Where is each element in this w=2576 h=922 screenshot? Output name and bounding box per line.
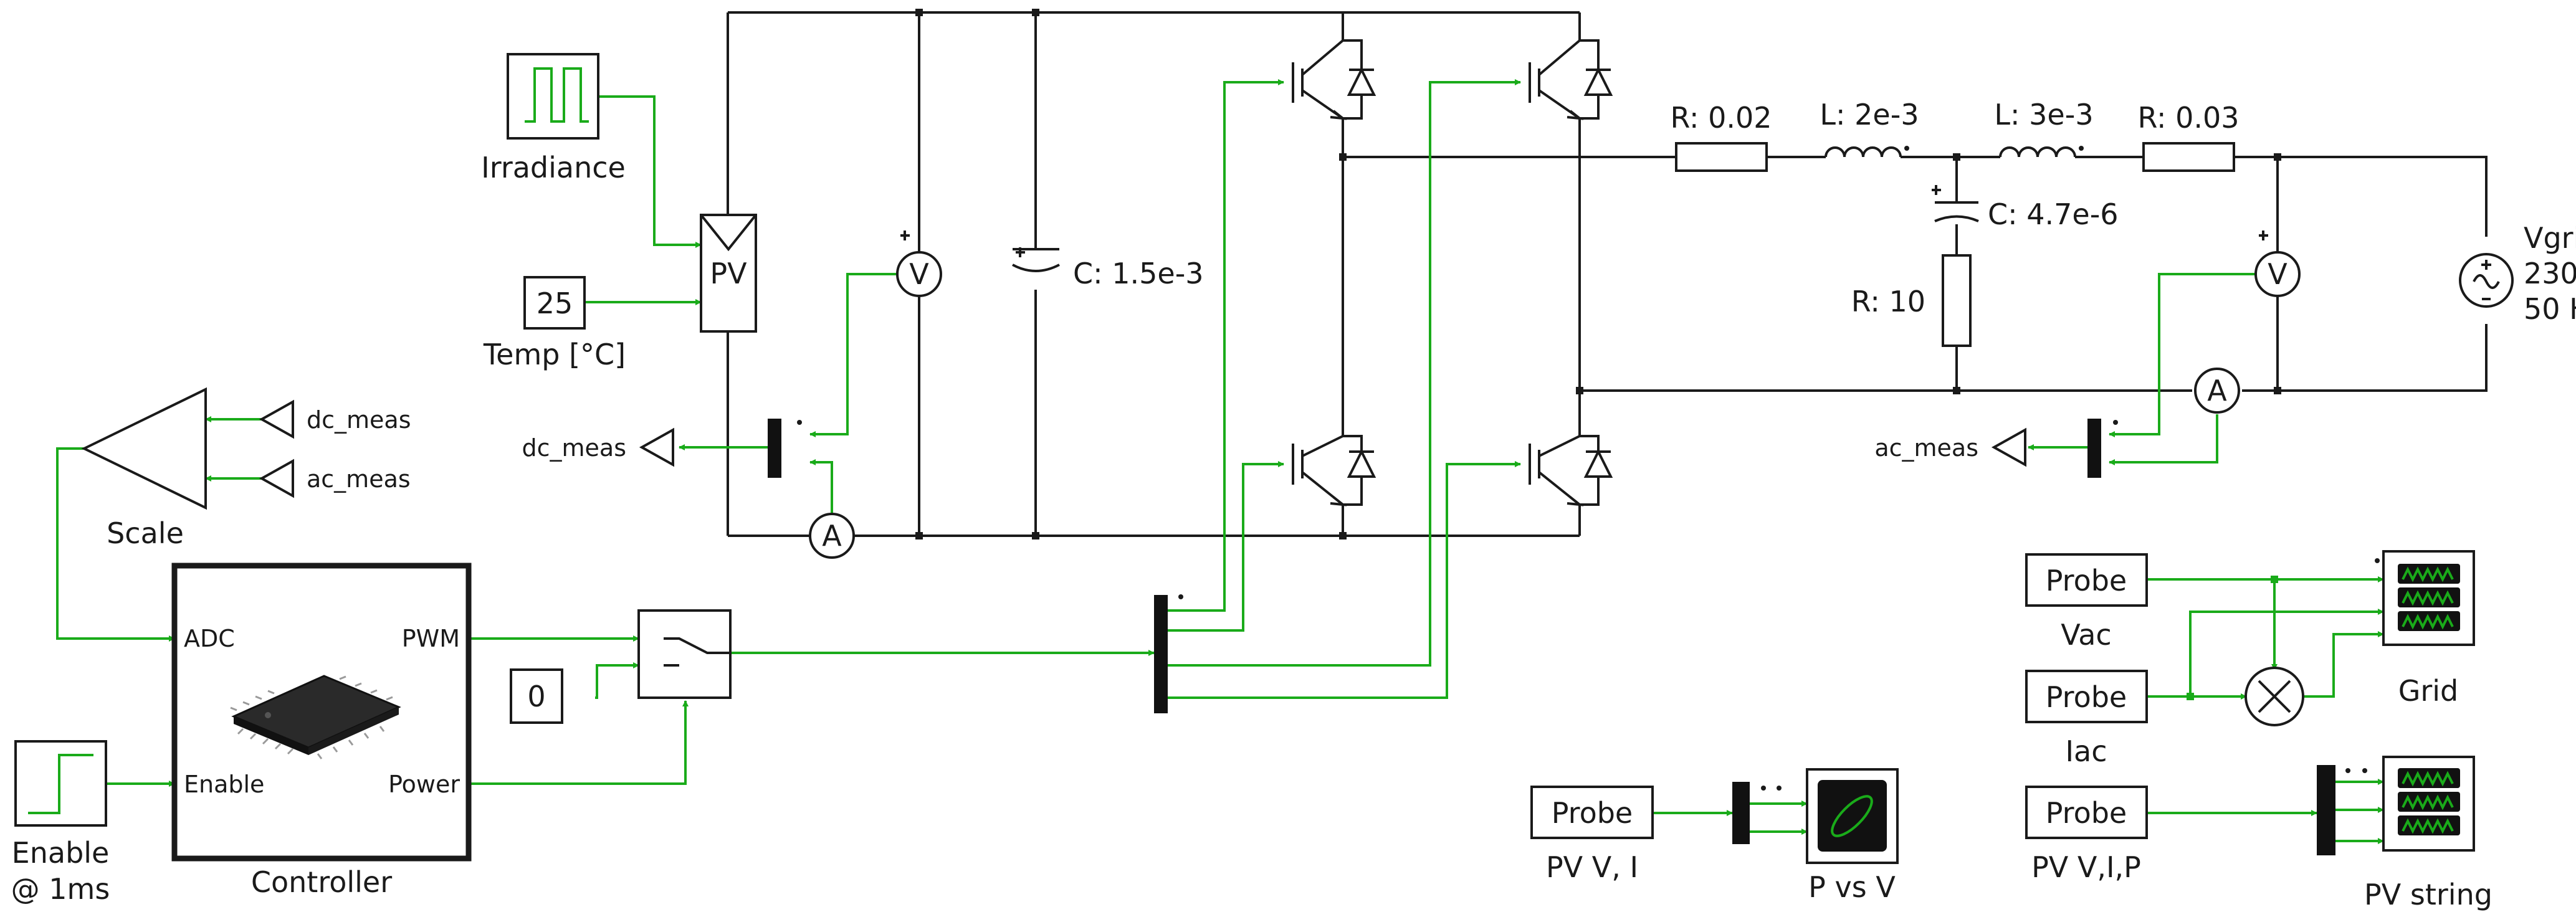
filter-capacitor[interactable]: C: 4.7e-6: [1932, 185, 2119, 231]
damping-r-label: R: 10: [1851, 285, 1925, 318]
dc-voltmeter-glyph: V: [909, 257, 929, 291]
dc-meas-output-tag[interactable]: dc_meas: [522, 427, 674, 467]
irradiance-label: Irradiance: [481, 151, 626, 184]
pv-vi-mux: [1732, 782, 1782, 844]
scope-grid[interactable]: Grid: [2375, 550, 2475, 708]
probe-pv-vi-label: PV V, I: [1546, 850, 1638, 884]
igbt-upper-left[interactable]: [1292, 39, 1376, 120]
enable-step-source[interactable]: Enable @ 1ms: [11, 740, 110, 906]
filter-l1-label: L: 2e-3: [1820, 98, 1919, 131]
ac-ammeter[interactable]: A: [2194, 368, 2240, 414]
ac-meas-output-label: ac_meas: [1874, 434, 1978, 462]
filter-l2-label: L: 3e-3: [1994, 98, 2093, 131]
ac-ammeter-glyph: A: [2207, 374, 2227, 407]
probe-vac-text: Probe: [2046, 564, 2127, 597]
dc-meas-input-label: dc_meas: [307, 406, 411, 434]
probe-iac[interactable]: Probe Iac: [2025, 670, 2148, 768]
probe-vac-label: Vac: [2061, 618, 2111, 652]
scope-grid-label: Grid: [2398, 674, 2459, 708]
filter-r1-label: R: 0.02: [1670, 101, 1772, 135]
zero-constant-value: 0: [527, 680, 545, 713]
filter-r2-label: R: 0.03: [2137, 101, 2239, 135]
grid-source-line2: 230 V: [2524, 257, 2576, 290]
filter-resistor-1[interactable]: R: 0.02: [1670, 101, 1772, 172]
dc-ammeter-glyph: A: [822, 519, 842, 553]
grid-source-line1: Vgrid: [2524, 221, 2576, 255]
dc-capacitor[interactable]: C: 1.5e-3: [1012, 247, 1204, 290]
pv-panel[interactable]: PV: [700, 214, 757, 333]
filter-inductor-2[interactable]: L: 3e-3: [1994, 98, 2094, 158]
dc-meas-input-tag[interactable]: dc_meas: [259, 399, 411, 439]
microcontroller-icon: [230, 675, 401, 759]
damping-resistor[interactable]: R: 10: [1851, 254, 1972, 347]
probe-pv-vi-text: Probe: [1552, 796, 1633, 830]
probe-pv-vi[interactable]: Probe PV V, I: [1530, 786, 1654, 884]
ac-meas-input-label: ac_meas: [307, 465, 411, 493]
grid-voltage-source[interactable]: Vgrid 230 V 50 Hz: [2459, 221, 2576, 326]
scope-pv-string-label: PV string: [2364, 878, 2493, 911]
ac-meas-output-tag[interactable]: ac_meas: [1874, 427, 2026, 467]
probe-iac-text: Probe: [2046, 680, 2127, 714]
dc-meas-output-label: dc_meas: [522, 434, 627, 462]
scope-p-vs-v[interactable]: P vs V: [1806, 768, 1899, 904]
probe-vac[interactable]: Probe Vac: [2025, 553, 2148, 652]
temperature-constant[interactable]: 25 Temp [°C]: [483, 276, 626, 371]
igbt-lower-right[interactable]: [1529, 435, 1613, 506]
dc-measure-mux: [768, 419, 802, 478]
enable-switch[interactable]: [637, 609, 732, 699]
ac-voltmeter[interactable]: V: [2254, 230, 2301, 297]
probe-pv-vip[interactable]: Probe PV V,I,P: [2025, 786, 2148, 884]
irradiance-source[interactable]: Irradiance: [481, 53, 626, 184]
filter-resistor-2[interactable]: R: 0.03: [2137, 101, 2240, 172]
gate-demux: [1154, 594, 1183, 713]
probe-iac-label: Iac: [2065, 734, 2107, 768]
signal-wiring: [56, 79, 2384, 844]
pv-vip-mux: [2317, 765, 2367, 855]
ac-voltmeter-glyph: V: [2268, 257, 2287, 291]
pulse-icon: [525, 67, 589, 123]
filter-c-label: C: 4.7e-6: [1988, 197, 2119, 231]
controller-port-power: Power: [388, 771, 460, 798]
dc-voltmeter[interactable]: V: [896, 230, 942, 297]
temperature-value: 25: [537, 287, 573, 320]
dc-ammeter[interactable]: A: [809, 513, 855, 559]
step-icon: [28, 754, 93, 814]
scope-p-vs-v-label: P vs V: [1808, 870, 1896, 904]
controller-port-enable: Enable: [184, 771, 264, 798]
temperature-label: Temp [°C]: [483, 338, 626, 371]
ac-measure-mux: [2087, 419, 2118, 478]
controller-port-pwm: PWM: [402, 625, 460, 652]
ac-meas-input-tag[interactable]: ac_meas: [259, 459, 411, 498]
grid-source-line3: 50 Hz: [2524, 292, 2576, 326]
filter-inductor-1[interactable]: L: 2e-3: [1820, 98, 1919, 158]
controller-port-adc: ADC: [184, 625, 235, 652]
enable-step-label-1: Enable: [12, 836, 110, 870]
enable-step-label-2: @ 1ms: [11, 872, 110, 906]
scope-pv-string[interactable]: PV string: [2364, 756, 2493, 911]
controller-label: Controller: [251, 865, 392, 899]
scale-gain[interactable]: Scale: [81, 387, 207, 550]
power-multiplier[interactable]: [2244, 667, 2304, 726]
scale-label: Scale: [107, 516, 184, 550]
zero-constant[interactable]: 0: [510, 668, 563, 724]
dc-capacitor-label: C: 1.5e-3: [1073, 257, 1204, 290]
probe-pv-vip-text: Probe: [2046, 796, 2127, 830]
igbt-upper-right[interactable]: [1529, 39, 1613, 120]
junction-dots: [915, 9, 2281, 539]
signal-junctions: [2187, 576, 2278, 700]
pv-label: PV: [710, 257, 747, 290]
controller-block[interactable]: ADC Enable PWM Power Controller: [171, 563, 472, 899]
igbt-lower-left[interactable]: [1292, 435, 1376, 506]
probe-pv-vip-label: PV V,I,P: [2031, 850, 2141, 884]
